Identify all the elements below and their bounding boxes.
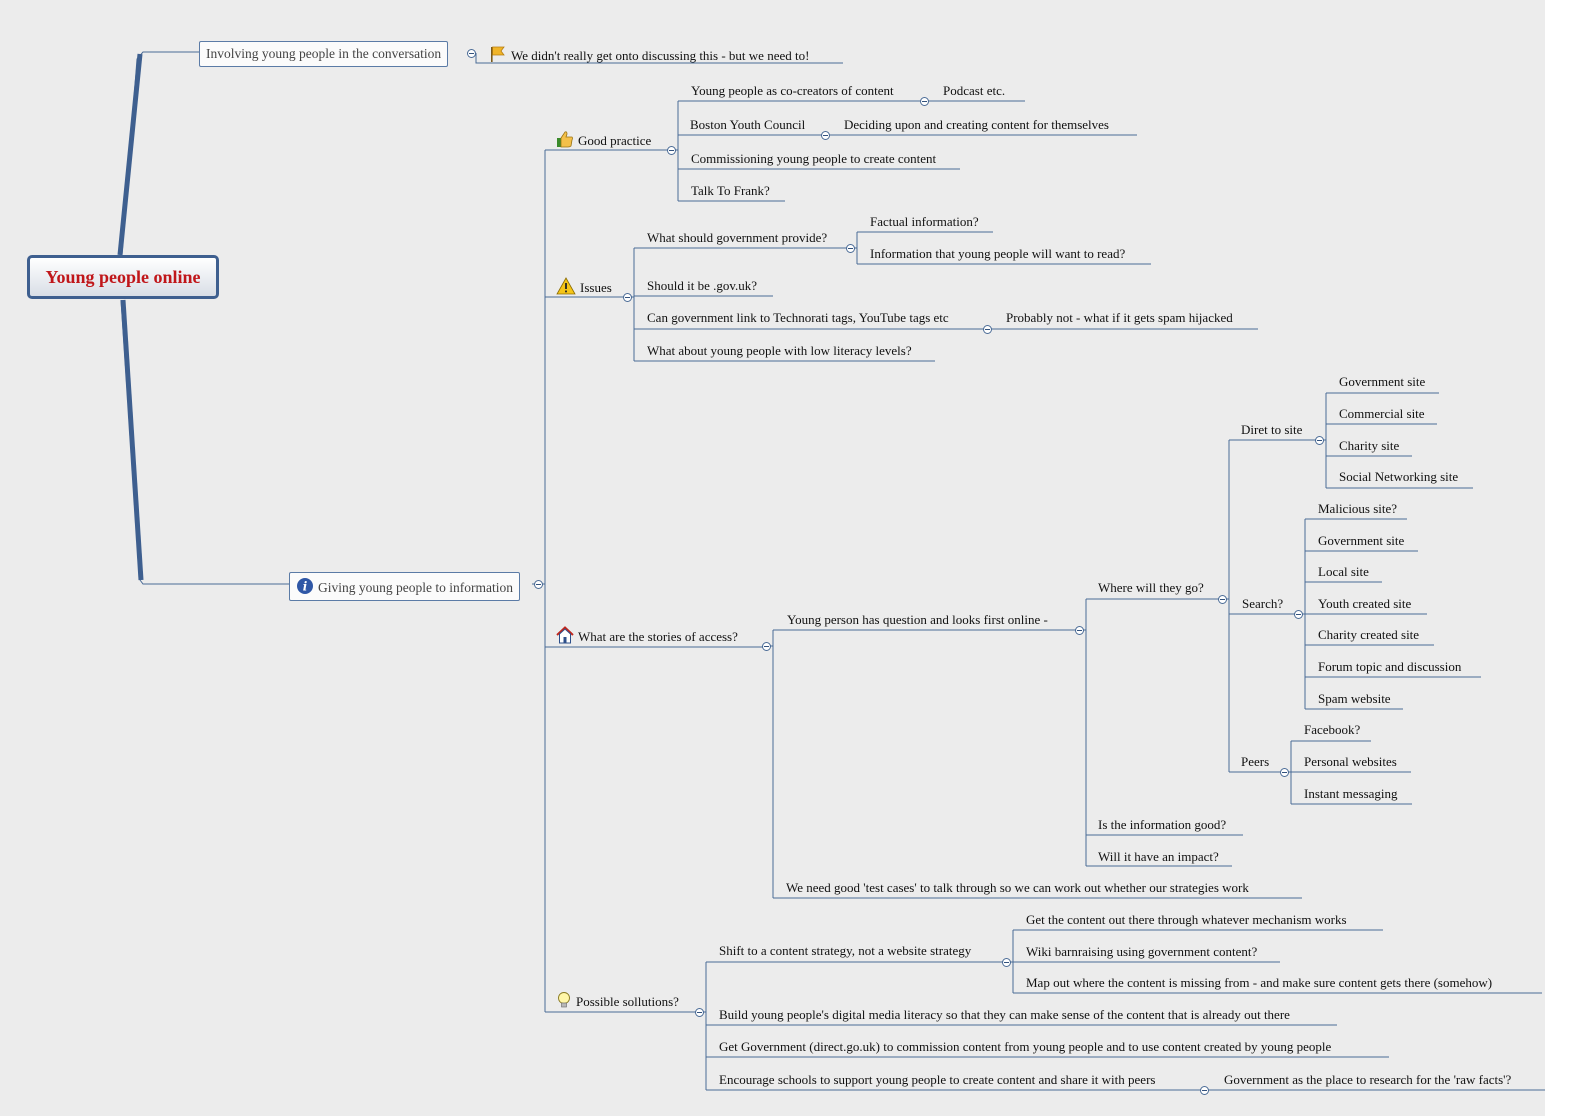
collapse-toggle[interactable] [534,580,543,589]
thumbs-up-icon [556,130,574,148]
topic-get-content-out[interactable]: Get the content out there through whatev… [1026,912,1347,927]
topic-link-tags[interactable]: Can government link to Technorati tags, … [647,310,949,325]
svg-text:i: i [303,580,308,594]
collapse-toggle[interactable] [1280,768,1289,777]
topic-looks-first-online[interactable]: Young person has question and looks firs… [787,612,1048,627]
topic-label: What are the stories of access? [578,629,738,644]
topic-spam-website[interactable]: Spam website [1318,691,1391,706]
central-topic[interactable]: Young people online [27,255,219,299]
flag-icon [489,45,507,63]
topic-peers[interactable]: Peers [1241,754,1270,769]
info-icon: i [296,577,314,595]
collapse-toggle[interactable] [1075,626,1084,635]
topic-government-site[interactable]: Government site [1339,374,1426,389]
topic-information-good[interactable]: Is the information good? [1098,817,1227,832]
collapse-toggle[interactable] [667,146,676,155]
topic-youth-created-site[interactable]: Youth created site [1318,596,1412,611]
topic-raw-facts[interactable]: Government as the place to research for … [1224,1072,1512,1087]
collapse-toggle[interactable] [1294,610,1303,619]
topic-forum-topic[interactable]: Forum topic and discussion [1318,659,1462,674]
topic-local-site[interactable]: Local site [1318,564,1369,579]
topic-charity-created-site[interactable]: Charity created site [1318,627,1420,642]
mind-map-canvas: Young people online Involving young peop… [0,0,1545,1116]
collapse-toggle[interactable] [821,131,830,140]
topic-podcast[interactable]: Podcast etc. [943,83,1006,98]
collapse-toggle[interactable] [695,1008,704,1017]
topic-label: Good practice [578,133,652,148]
topic-instant-messaging[interactable]: Instant messaging [1304,786,1398,801]
topic-charity-site[interactable]: Charity site [1339,438,1400,453]
topic-stories-of-access[interactable]: What are the stories of access? [556,626,738,645]
topic-possible-solutions[interactable]: Possible sollutions? [556,991,679,1010]
topic-content-strategy[interactable]: Shift to a content strategy, not a websi… [719,943,972,958]
topic-information-young-people-read[interactable]: Information that young people will want … [870,246,1126,261]
collapse-toggle[interactable] [846,244,855,253]
topic-direct-to-site[interactable]: Diret to site [1241,422,1303,437]
topic-giving-young-people-information[interactable]: i Giving young people to information [289,572,520,601]
collapse-toggle[interactable] [1002,958,1011,967]
topic-search-government-site[interactable]: Government site [1318,533,1405,548]
home-icon [556,626,574,644]
warning-icon [556,277,576,295]
collapse-toggle[interactable] [1200,1086,1209,1095]
topic-good-practice[interactable]: Good practice [556,130,651,149]
topic-factual-information[interactable]: Factual information? [870,214,979,229]
collapse-toggle[interactable] [1218,595,1227,604]
topic-gov-uk[interactable]: Should it be .gov.uk? [647,278,758,293]
topic-encourage-schools[interactable]: Encourage schools to support young peopl… [719,1072,1156,1087]
topic-wiki-barnraising[interactable]: Wiki barnraising using government conten… [1026,944,1258,959]
connector-lines [117,51,1545,1091]
collapse-toggle[interactable] [1315,436,1324,445]
topic-co-creators[interactable]: Young people as co-creators of content [691,83,894,98]
collapse-toggle[interactable] [920,97,929,106]
topic-personal-websites[interactable]: Personal websites [1304,754,1397,769]
topic-involving-note[interactable]: We didn't really get onto discussing thi… [489,45,809,64]
topic-commission-content[interactable]: Get Government (direct.go.uk) to commiss… [719,1039,1332,1054]
topic-label: Issues [580,280,612,295]
topic-social-networking-site[interactable]: Social Networking site [1339,469,1459,484]
collapse-toggle[interactable] [762,642,771,651]
topic-spam-hijacked[interactable]: Probably not - what if it gets spam hija… [1006,310,1233,325]
collapse-toggle[interactable] [467,49,476,58]
topic-talk-to-frank[interactable]: Talk To Frank? [691,183,770,198]
topic-where-will-they-go[interactable]: Where will they go? [1098,580,1204,595]
topic-commercial-site[interactable]: Commercial site [1339,406,1425,421]
topic-label: Possible sollutions? [576,994,679,1009]
topic-deciding-content[interactable]: Deciding upon and creating content for t… [844,117,1109,132]
topic-what-should-government-provide[interactable]: What should government provide? [647,230,828,245]
note-text: We didn't really get onto discussing thi… [511,48,810,63]
topic-digital-media-literacy[interactable]: Build young people's digital media liter… [719,1007,1290,1022]
collapse-toggle[interactable] [623,293,632,302]
topic-map-out-content[interactable]: Map out where the content is missing fro… [1026,975,1493,990]
topic-low-literacy[interactable]: What about young people with low literac… [647,343,912,358]
topic-involving-young-people[interactable]: Involving young people in the conversati… [199,41,449,67]
topic-commissioning[interactable]: Commissioning young people to create con… [691,151,937,166]
topic-boston-youth-council[interactable]: Boston Youth Council [690,117,806,132]
topic-facebook[interactable]: Facebook? [1304,722,1361,737]
topic-issues[interactable]: Issues [556,277,612,296]
collapse-toggle[interactable] [983,325,992,334]
topic-search[interactable]: Search? [1242,596,1284,611]
topic-have-impact[interactable]: Will it have an impact? [1098,849,1219,864]
topic-label: Giving young people to information [318,580,513,595]
topic-test-cases[interactable]: We need good 'test cases' to talk throug… [786,880,1249,895]
lightbulb-icon [556,991,572,1009]
topic-malicious-site[interactable]: Malicious site? [1318,501,1398,516]
